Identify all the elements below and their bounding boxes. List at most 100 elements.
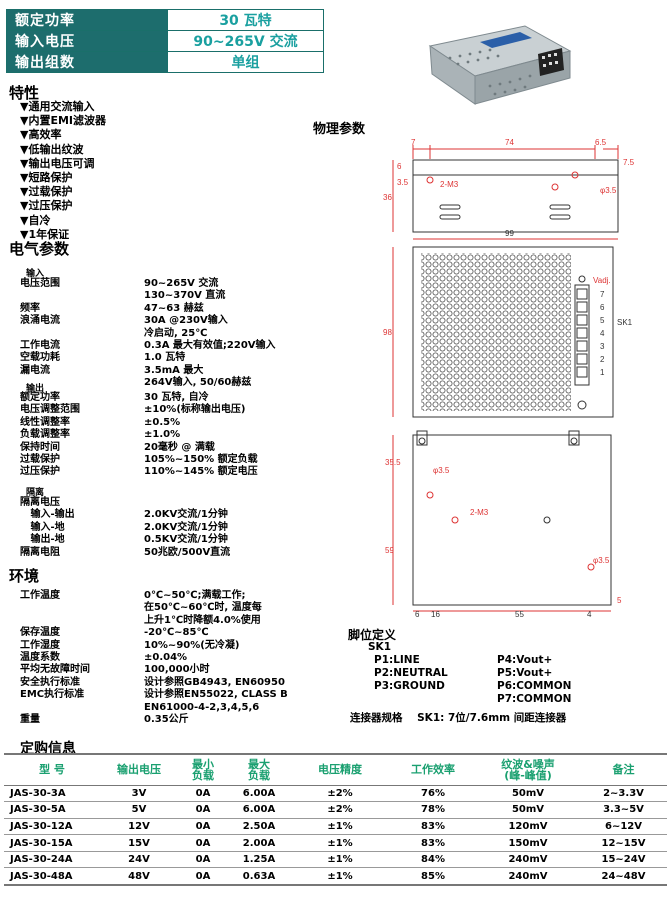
pinout-connector: SK1 — [368, 641, 392, 653]
dim-label: 5 — [617, 596, 622, 605]
connector-spec: 连接器规格 SK1: 7位/7.6mm 间距连接器 — [350, 710, 566, 725]
dim-label: SK1 — [617, 318, 633, 327]
dim-label: 4 — [600, 329, 605, 338]
pin-item: P3:GROUND — [374, 680, 445, 692]
feature-item: ▼通用交流输入 — [20, 100, 95, 113]
spec-value: 30A @230V输入 — [144, 315, 228, 327]
spec-row: 输入电压 90~265V 交流 — [6, 30, 324, 52]
dim-label: 5 — [600, 316, 605, 325]
spec-key: 工作温度 — [20, 590, 60, 601]
order-cell: 83% — [390, 818, 476, 836]
feature-item: ▼高效率 — [20, 128, 62, 142]
spec-value: 10%~90%(无冷凝) — [144, 639, 240, 651]
spec-value: EN61000-4-2,3,4,5,6 — [144, 701, 260, 713]
feature-item: ▼输出电压可调 — [20, 156, 95, 170]
spec-row: 隔离电压 — [20, 497, 320, 509]
pinout-title: 脚位定义 — [348, 628, 397, 642]
spec-key — [20, 615, 144, 627]
order-cell: 0A — [178, 834, 228, 852]
order-cell: 15~24V — [580, 851, 667, 869]
order-cell: 12V — [100, 818, 178, 836]
dim-label: 16 — [431, 610, 440, 619]
order-cell: 6~12V — [580, 818, 667, 836]
dim-label: 2 — [600, 355, 605, 364]
spec-key: 线性调整率 — [20, 416, 70, 428]
order-cell: JAS-30-24A — [4, 851, 100, 869]
pinout-left-list: P1:LINE P2:NEUTRAL P3:GROUND — [374, 654, 448, 693]
order-cell: 0A — [178, 867, 228, 886]
order-cell: 6.00A — [228, 801, 290, 819]
spec-key: 输入-地 — [20, 521, 65, 533]
spec-row: 130~370V 直流 — [20, 290, 320, 302]
dim-label: 99 — [505, 229, 514, 238]
pin-item: P6:COMMON — [497, 680, 572, 692]
feature-item: ▼低输出纹波 — [20, 142, 84, 156]
order-cell: 2~3.3V — [580, 785, 667, 803]
dim-label: 4 — [587, 610, 592, 619]
electrical-title: 电气参数 — [9, 240, 70, 258]
spec-value: 90~265V 交流 — [144, 278, 219, 289]
order-cell: 3.3~5V — [580, 801, 667, 819]
dim-label: 6 — [600, 303, 605, 312]
spec-row: 上升1℃时降额4.0%使用 — [20, 615, 330, 627]
dim-label: 6 — [397, 162, 402, 171]
spec-value: 设计参照EN55022, CLASS B — [144, 689, 288, 701]
spec-value: ±0.04% — [144, 652, 188, 664]
order-cell: 3V — [100, 785, 178, 803]
order-cell: 50mV — [476, 785, 580, 803]
spec-value: 0.3A 最大有效值;220V输入 — [144, 340, 276, 352]
spec-value: 0.5KV交流/1分钟 — [144, 534, 228, 546]
spec-key: 隔离电阻 — [20, 546, 60, 558]
dim-label: Vadj. — [593, 276, 611, 285]
order-cell: 24~48V — [580, 867, 667, 886]
order-cell: JAS-30-15A — [4, 834, 100, 852]
dim-label: 3 — [600, 342, 605, 351]
features-title: 特性 — [9, 84, 40, 102]
spec-label: 输出组数 — [6, 51, 168, 73]
order-cell: ±2% — [290, 801, 390, 819]
spec-value: 0.35公斤 — [144, 714, 189, 726]
spec-value: ±10%(标称输出电压) — [144, 404, 246, 416]
order-cell: 84% — [390, 851, 476, 869]
order-header: 最小 负载 — [178, 753, 228, 786]
dim-label: φ3.5 — [600, 186, 617, 195]
order-header: 型 号 — [4, 753, 100, 786]
order-cell: 6.00A — [228, 785, 290, 803]
dim-label: 6 — [415, 610, 420, 619]
spec-value: -20℃~85℃ — [144, 627, 209, 639]
features-list: ▼通用交流输入 ▼内置EMI滤波器 ▼高效率 ▼低输出纹波 ▼输出电压可调 ▼短… — [20, 100, 106, 242]
order-cell: JAS-30-3A — [4, 785, 100, 803]
spec-value: 在50℃~60℃时, 温度每 — [144, 602, 262, 614]
product-image — [428, 25, 572, 105]
spec-value: ±1.0% — [144, 429, 181, 441]
feature-item: ▼过压保护 — [20, 199, 73, 213]
spec-value: 90~265V 交流 — [167, 30, 324, 52]
order-cell: 2.00A — [228, 834, 290, 852]
connector-label: 连接器规格 — [350, 712, 403, 724]
spec-value: 设计参照GB4943, EN60950 — [144, 676, 285, 688]
spec-value: 100,000小时 — [144, 664, 210, 676]
spec-key — [20, 702, 144, 714]
spec-row: 漏电流 3.5mA 最大 — [20, 365, 320, 377]
connector-value: SK1: 7位/7.6mm 间距连接器 — [417, 712, 567, 724]
spec-key — [20, 602, 144, 614]
dim-label: 7 — [411, 138, 416, 147]
spec-row: 保存温度-20℃~85℃ — [20, 627, 330, 639]
spec-row: 在50℃~60℃时, 温度每 — [20, 602, 330, 614]
order-cell: 240mV — [476, 851, 580, 869]
order-cell: 76% — [390, 785, 476, 803]
spec-key: 漏电流 — [20, 364, 50, 376]
spec-value: 3.5mA 最大 — [144, 364, 204, 376]
spec-value: 105%~150% 额定负载 — [144, 454, 258, 466]
